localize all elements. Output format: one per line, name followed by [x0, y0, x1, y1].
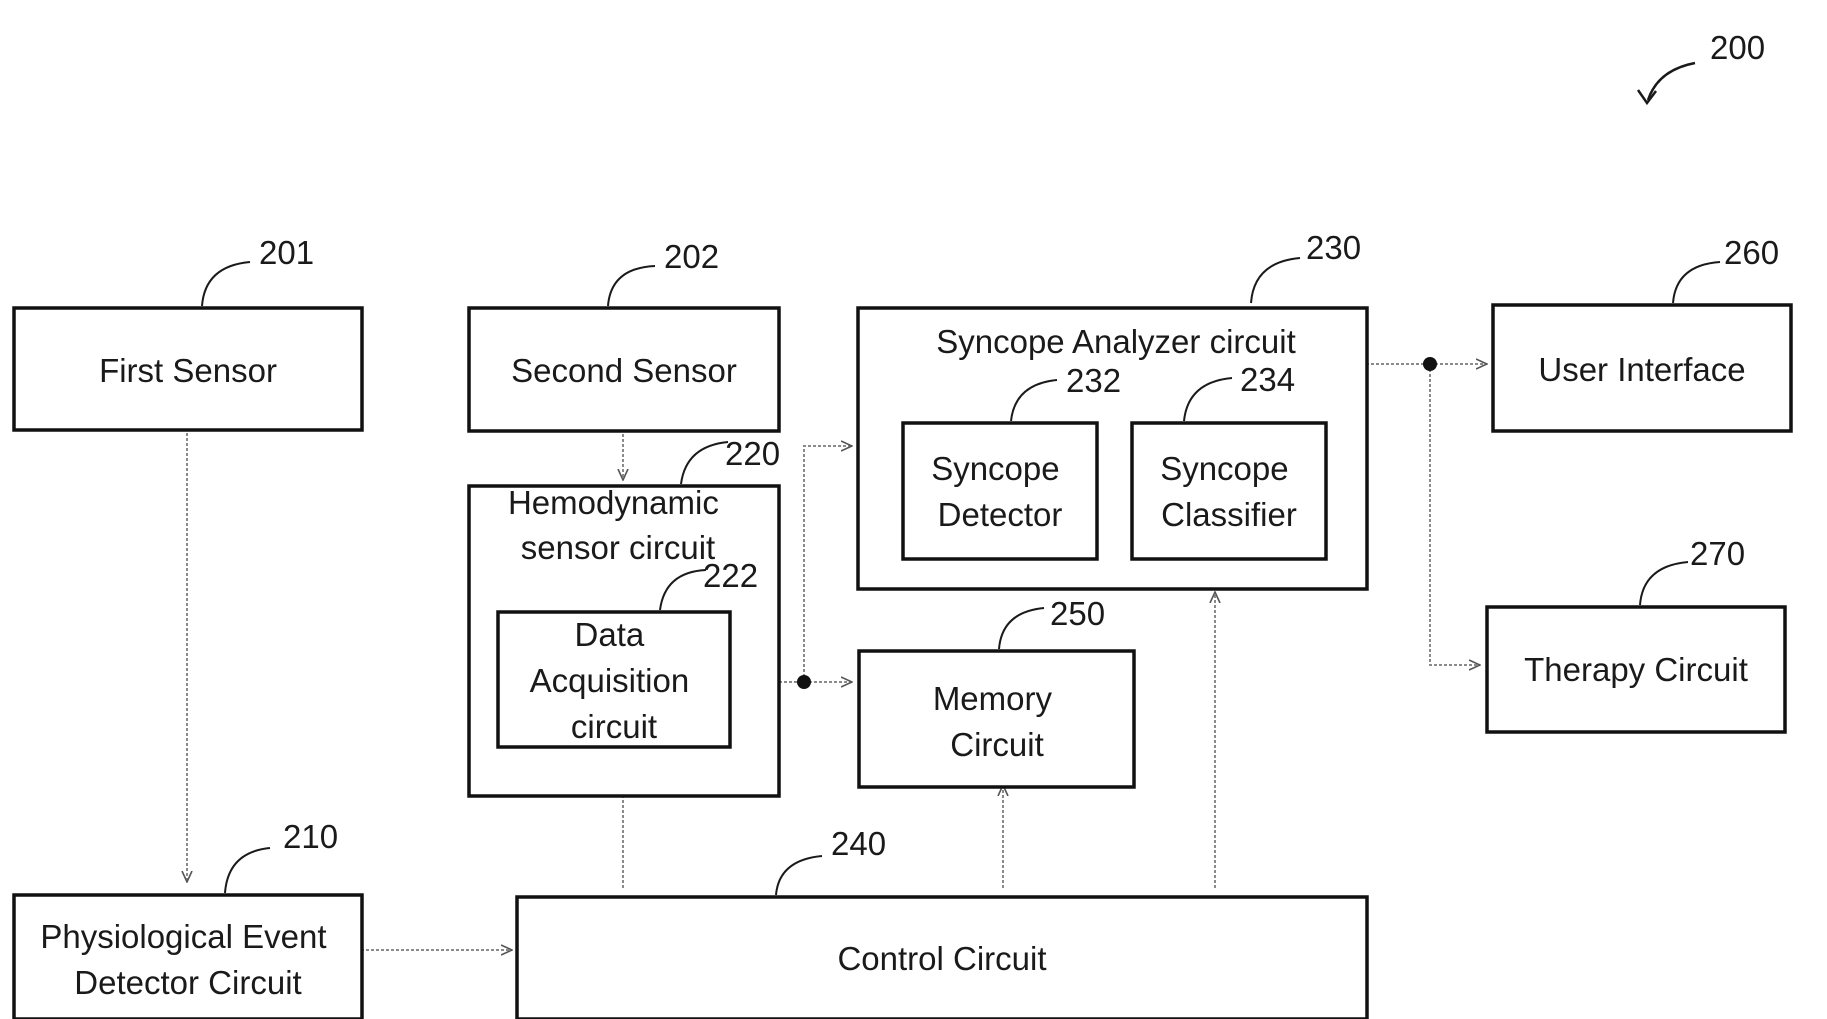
block-syncope-detector: Syncope Detector — [903, 423, 1097, 559]
leader-220 — [681, 442, 728, 484]
block-syncope-detector-box — [903, 423, 1097, 559]
block-memory-circuit: Memory Circuit — [859, 651, 1134, 787]
ref-240: 240 — [831, 825, 886, 862]
block-user-interface-label: User Interface — [1538, 351, 1745, 388]
leader-240 — [776, 856, 822, 895]
figure-ref-arrowhead — [1638, 90, 1656, 103]
block-syncope-analyzer-circuit-label: Syncope Analyzer circuit — [936, 323, 1296, 360]
leader-210 — [225, 848, 270, 893]
ref-234: 234 — [1240, 361, 1295, 398]
connector-junction-to-therapy — [1430, 364, 1480, 665]
block-syncope-classifier-box — [1132, 423, 1326, 559]
ref-202: 202 — [664, 238, 719, 275]
ref-270: 270 — [1690, 535, 1745, 572]
leader-201 — [202, 262, 250, 306]
block-syncope-classifier: Syncope Classifier — [1132, 423, 1326, 559]
block-first-sensor: First Sensor — [14, 308, 362, 430]
figure-ref-arrow — [1648, 63, 1695, 100]
junction-dot-acquisition — [797, 675, 811, 689]
leader-230 — [1251, 258, 1300, 303]
leader-260 — [1673, 262, 1720, 303]
ref-260: 260 — [1724, 234, 1779, 271]
ref-232: 232 — [1066, 362, 1121, 399]
block-first-sensor-label: First Sensor — [99, 352, 277, 389]
leader-250 — [999, 608, 1044, 649]
figure-ref-label: 200 — [1710, 29, 1765, 66]
block-memory-circuit-box — [859, 651, 1134, 787]
ref-222: 222 — [703, 557, 758, 594]
block-physiological-event-detector: Physiological Event Detector Circuit — [14, 895, 362, 1019]
ref-201: 201 — [259, 234, 314, 271]
block-second-sensor: Second Sensor — [469, 308, 779, 431]
block-therapy-circuit-label: Therapy Circuit — [1524, 651, 1748, 688]
block-second-sensor-label: Second Sensor — [511, 352, 737, 389]
block-control-circuit: Control Circuit — [517, 897, 1367, 1019]
leader-202 — [608, 266, 655, 306]
block-data-acquisition-circuit: Data Acquisition circuit — [498, 612, 730, 747]
ref-210: 210 — [283, 818, 338, 855]
ref-230: 230 — [1306, 229, 1361, 266]
block-therapy-circuit: Therapy Circuit — [1487, 607, 1785, 732]
connector-junction-to-analyzer — [804, 446, 852, 682]
leader-270 — [1640, 562, 1688, 605]
ref-250: 250 — [1050, 595, 1105, 632]
block-control-circuit-label: Control Circuit — [837, 940, 1046, 977]
block-user-interface: User Interface — [1493, 305, 1791, 431]
ref-220: 220 — [725, 435, 780, 472]
junction-dot-analyzer — [1423, 357, 1437, 371]
